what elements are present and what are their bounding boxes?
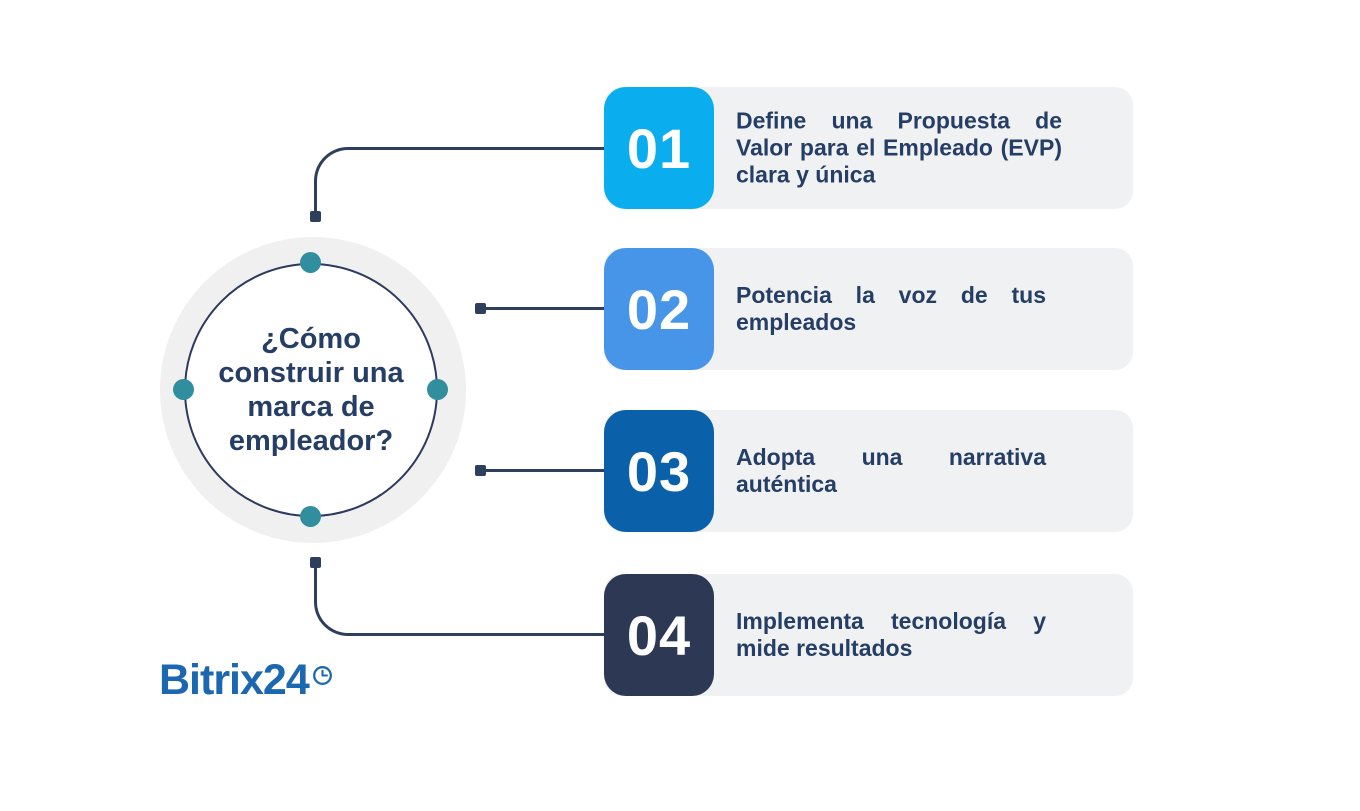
step-number-badge-3: 03 — [604, 410, 714, 532]
connector-step-4 — [314, 563, 604, 636]
bitrix24-logo: Bitrix24 — [159, 658, 333, 702]
connector-endpoint-3 — [475, 465, 486, 476]
node-dot-left — [173, 379, 194, 400]
connector-step-3 — [480, 469, 604, 472]
step-title-3: Adopta una narrativa auténtica — [736, 444, 1046, 497]
step-title-1: Define una Propuesta de Valor para el Em… — [736, 107, 1062, 188]
node-dot-bottom — [300, 506, 321, 527]
node-dot-right — [427, 379, 448, 400]
step-row-4: 04 Implementa tecnología y mide resultad… — [604, 574, 1133, 696]
step-row-2: 02 Potencia la voz de tus empleados — [604, 248, 1133, 370]
central-question-circle — [184, 263, 438, 517]
connector-step-2 — [480, 307, 604, 310]
clock-icon — [312, 666, 332, 685]
connector-endpoint-4 — [310, 557, 321, 568]
connector-endpoint-1 — [310, 211, 321, 222]
step-title-4: Implementa tecnología y mide resultados — [736, 608, 1046, 661]
step-number-badge-1: 01 — [604, 87, 714, 209]
step-row-3: 03 Adopta una narrativa auténtica — [604, 410, 1133, 532]
connector-step-1 — [314, 147, 604, 213]
central-question-text: ¿Cómo construir una marca de empleador? — [218, 323, 404, 457]
step-number-badge-2: 02 — [604, 248, 714, 370]
step-number-badge-4: 04 — [604, 574, 714, 696]
node-dot-top — [300, 252, 321, 273]
connector-endpoint-2 — [475, 303, 486, 314]
bitrix24-logo-text: Bitrix24 — [159, 656, 310, 704]
step-title-2: Potencia la voz de tus empleados — [736, 282, 1046, 335]
step-row-1: 01 Define una Propuesta de Valor para el… — [604, 87, 1133, 209]
